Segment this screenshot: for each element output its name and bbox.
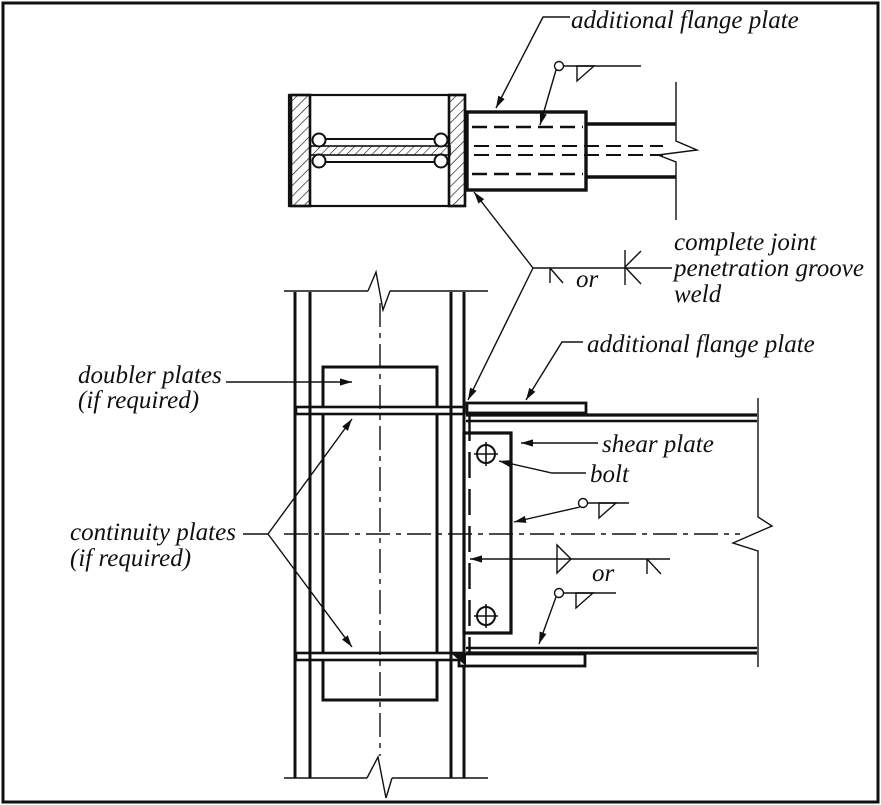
label-doubler-plates: doubler plates (if required) [78, 362, 352, 414]
weld-circle-icon [577, 497, 589, 509]
bolt-label: bolt [590, 461, 630, 488]
label-continuity-plates: continuity plates (if required) [70, 418, 353, 648]
hidden-beam-edges-plan [472, 125, 663, 176]
label-additional-flange-plate-bottom: additional flange plate [525, 331, 815, 401]
continuity-plates-label: continuity plates [70, 519, 236, 546]
column-right-flange-section [447, 93, 467, 208]
label-leader-down [267, 533, 353, 648]
fillet-weld-symbol [575, 592, 595, 610]
cjp-weld-callout: or complete joint penetration groove wel… [467, 191, 864, 401]
double-bevel-groove-weld-symbol [624, 250, 642, 285]
weld-leader [513, 506, 581, 523]
label-shear-plate: shear plate [521, 431, 714, 458]
weld-alternative-callout-elevation: or [470, 543, 670, 587]
fillet-weld-symbol [598, 502, 618, 520]
or-label-top: or [576, 266, 599, 293]
leader-to-elevation-view [467, 267, 534, 401]
break-line [367, 269, 391, 313]
weld-leader [538, 596, 557, 645]
fillet-weld-callout-plan [539, 60, 641, 126]
continuity-plates-label-2: (if required) [70, 545, 191, 572]
additional-flange-plate-top-label: additional flange plate [571, 7, 799, 34]
column-web-section [309, 132, 451, 169]
bevel-groove-weld-symbol [549, 267, 564, 284]
or-label-bottom: or [592, 560, 615, 587]
svg-text:penetration groove: penetration groove [672, 255, 864, 282]
bolt-symbol-bottom [474, 604, 498, 628]
bolt-symbol-top [474, 442, 498, 466]
break-line [366, 754, 393, 799]
svg-text:weld: weld [674, 281, 722, 308]
break-line-plan [657, 82, 700, 220]
column-left-flange-section [289, 93, 312, 208]
bevel-groove-weld-symbol [556, 543, 572, 575]
elevation-view [284, 269, 774, 799]
additional-flange-plate-top-elevation [465, 401, 588, 415]
plan-view [287, 82, 700, 220]
web-fillet-icon [433, 153, 449, 169]
label-leader [525, 341, 583, 401]
weld-circle-icon [553, 587, 565, 599]
label-leader [498, 460, 586, 474]
doubler-plates-label: doubler plates [78, 362, 222, 389]
fillet-weld-callout-bottom-plate [538, 587, 616, 645]
beam-bottom-flange [466, 646, 757, 655]
label-leader-up [267, 418, 353, 535]
beam-flange-edges-plan [586, 122, 676, 179]
bevel-groove-weld-symbol [646, 558, 662, 575]
weld-leader [539, 69, 557, 126]
cjp-weld-label: complete joint penetration groove weld [672, 229, 864, 308]
fillet-weld-callout-shear-plate [513, 497, 629, 523]
column-break-bottom [284, 754, 488, 799]
web-fillet-icon [311, 153, 327, 169]
weld-fillet-fill [452, 654, 466, 666]
web-fillet-icon [433, 132, 449, 148]
doubler-plates-label-2: (if required) [78, 387, 199, 414]
additional-flange-plate-plan [465, 110, 588, 192]
weld-circle-icon [553, 60, 565, 72]
label-bolt: bolt [498, 460, 630, 488]
label-leader [495, 16, 570, 109]
beam-top-flange [466, 413, 757, 423]
leader-to-plan-view [473, 191, 534, 269]
svg-text:complete joint: complete joint [674, 229, 817, 256]
break-line-beam [731, 398, 774, 667]
additional-flange-plate-bottom-elevation [457, 652, 587, 668]
label-additional-flange-plate-top: additional flange plate [495, 7, 799, 109]
shear-plate-label: shear plate [602, 431, 714, 458]
fillet-weld-symbol [576, 65, 596, 83]
additional-flange-plate-bottom-label: additional flange plate [587, 331, 815, 358]
web-fillet-icon [311, 132, 327, 148]
column-break-top [284, 269, 488, 313]
